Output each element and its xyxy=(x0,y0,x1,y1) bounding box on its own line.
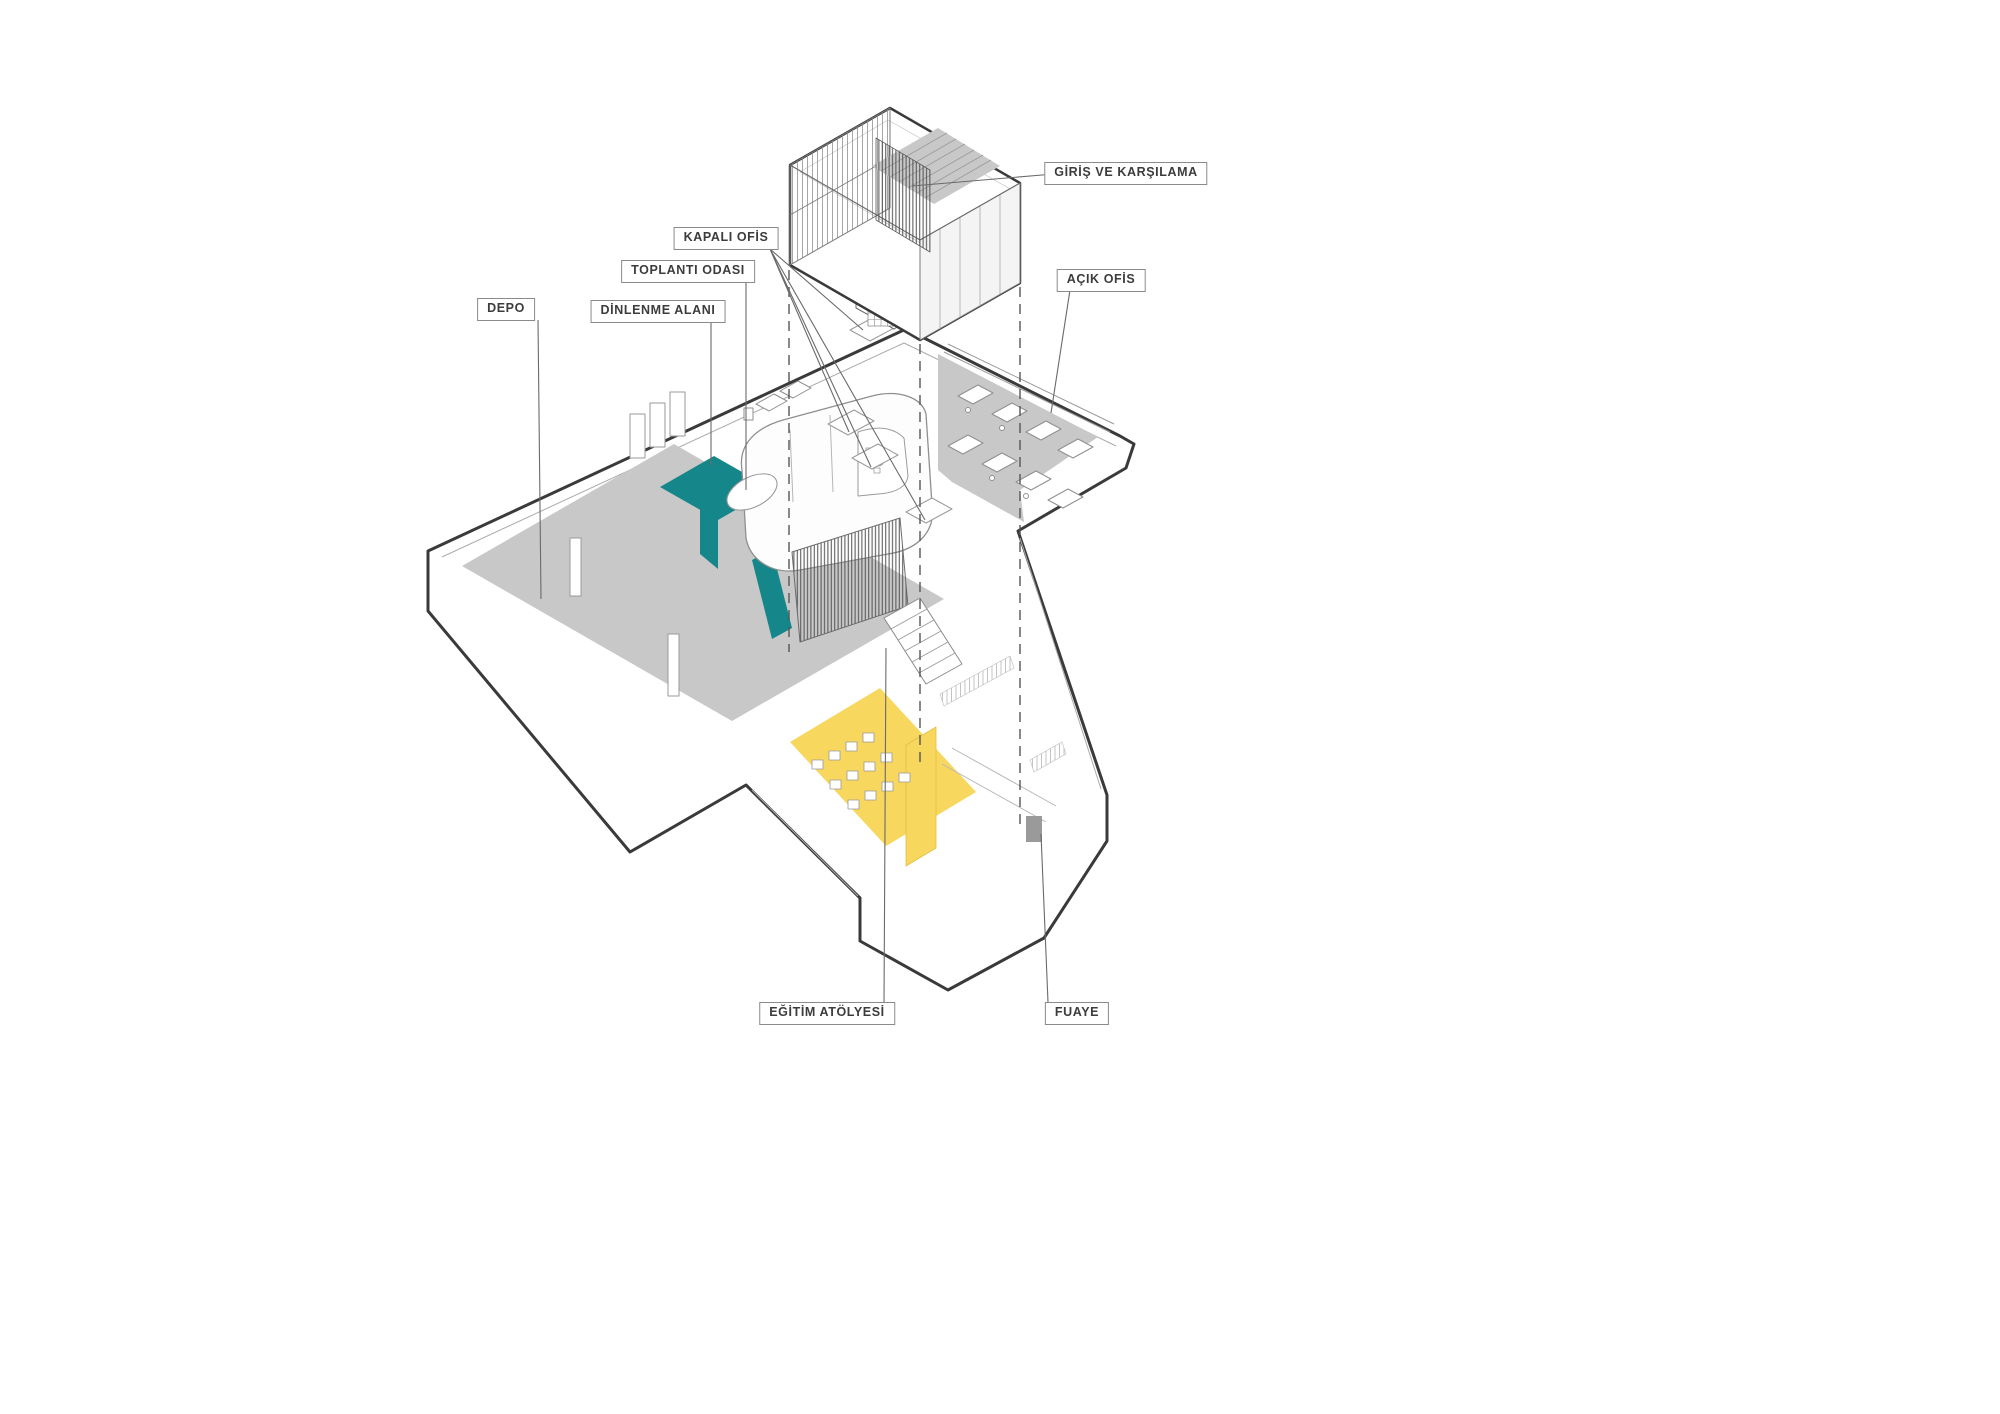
entrance-block xyxy=(788,106,1022,342)
glazing-rail xyxy=(789,157,891,216)
leader-lines xyxy=(537,173,1071,1003)
label-toplanti-odasi: TOPLANTI ODASI xyxy=(621,260,755,283)
storage-cabinets xyxy=(629,391,686,459)
core-partition xyxy=(789,414,834,503)
education-workshop xyxy=(790,688,976,867)
column xyxy=(667,633,680,697)
workshop-tables xyxy=(811,732,911,810)
louver-volume xyxy=(875,137,931,253)
projection-lines xyxy=(788,270,1021,830)
toplanti-pod xyxy=(726,473,778,511)
shelving-line xyxy=(943,343,1115,433)
main-building xyxy=(426,242,1136,992)
open-office-desks xyxy=(947,384,1094,509)
corridor-line xyxy=(941,747,1057,823)
foyer-wing xyxy=(939,655,1067,842)
leader-egitim xyxy=(883,647,887,1003)
leader-acik xyxy=(1050,289,1071,414)
stairs xyxy=(883,597,963,685)
label-depo: DEPO xyxy=(477,298,535,321)
column xyxy=(569,537,582,597)
label-kapali-ofis: KAPALI OFİS xyxy=(673,227,779,250)
leader-giris xyxy=(911,173,1055,187)
inner-wall-line xyxy=(751,789,859,897)
foyer-door xyxy=(1026,816,1042,842)
depo-floor xyxy=(462,444,944,721)
label-acik-ofis: AÇIK OFİS xyxy=(1056,269,1146,292)
inner-wall-line xyxy=(1019,537,1102,790)
seating-rows xyxy=(880,132,992,199)
leader-kapali xyxy=(769,248,926,521)
label-giris-ve-karsilama: GİRİŞ VE KARŞILAMA xyxy=(1044,162,1208,185)
label-fuaye: FUAYE xyxy=(1044,1002,1110,1025)
leader-depo xyxy=(537,319,542,600)
front-wall-mullions xyxy=(939,194,1001,329)
label-dinlenme-alani: DİNLENME ALANI xyxy=(590,300,726,323)
wall-hatch-strip xyxy=(939,655,1015,707)
leader-fuaye xyxy=(1040,833,1049,1003)
closed-offices xyxy=(827,315,953,524)
label-egitim-atolyesi: EĞİTİM ATÖLYESİ xyxy=(759,1002,895,1025)
wall-hatch-strip xyxy=(1029,741,1067,773)
